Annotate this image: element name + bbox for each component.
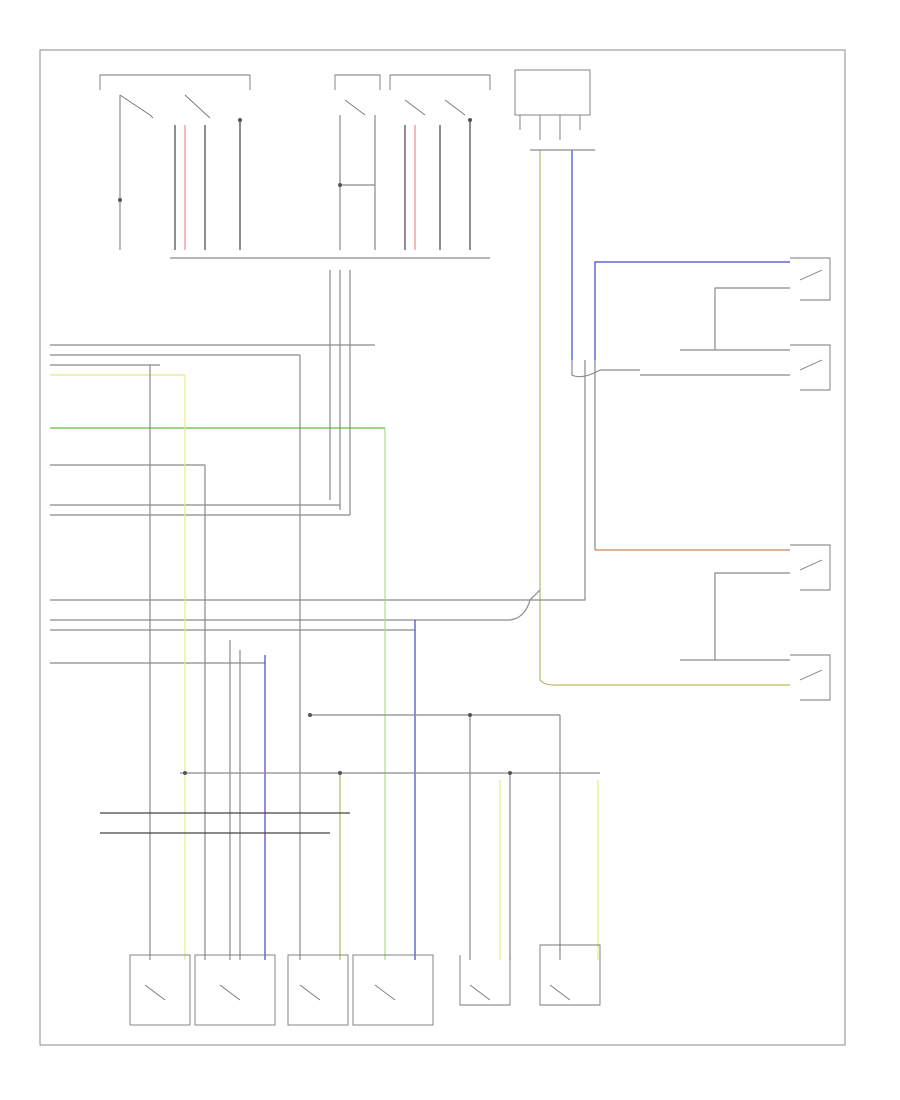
diagram-frame [39,49,846,1046]
lock-switch-left [99,74,251,250]
left-rear-lock-actuator [539,944,601,1006]
left-rear-switch [790,654,831,701]
right-front-switch [790,257,831,301]
lock-switch-right [389,74,491,250]
driver-door-lock-motor [129,954,276,1026]
passenger-door-lock-motor [287,954,434,1026]
left-harness [50,270,586,664]
left-front-switch [790,544,831,591]
right-harness [539,261,790,686]
center-switch [334,74,381,250]
right-rear-lock-actuator [459,955,511,1006]
vertical-drops [100,355,600,960]
right-rear-switch [790,344,831,391]
module-top-right [514,69,595,600]
